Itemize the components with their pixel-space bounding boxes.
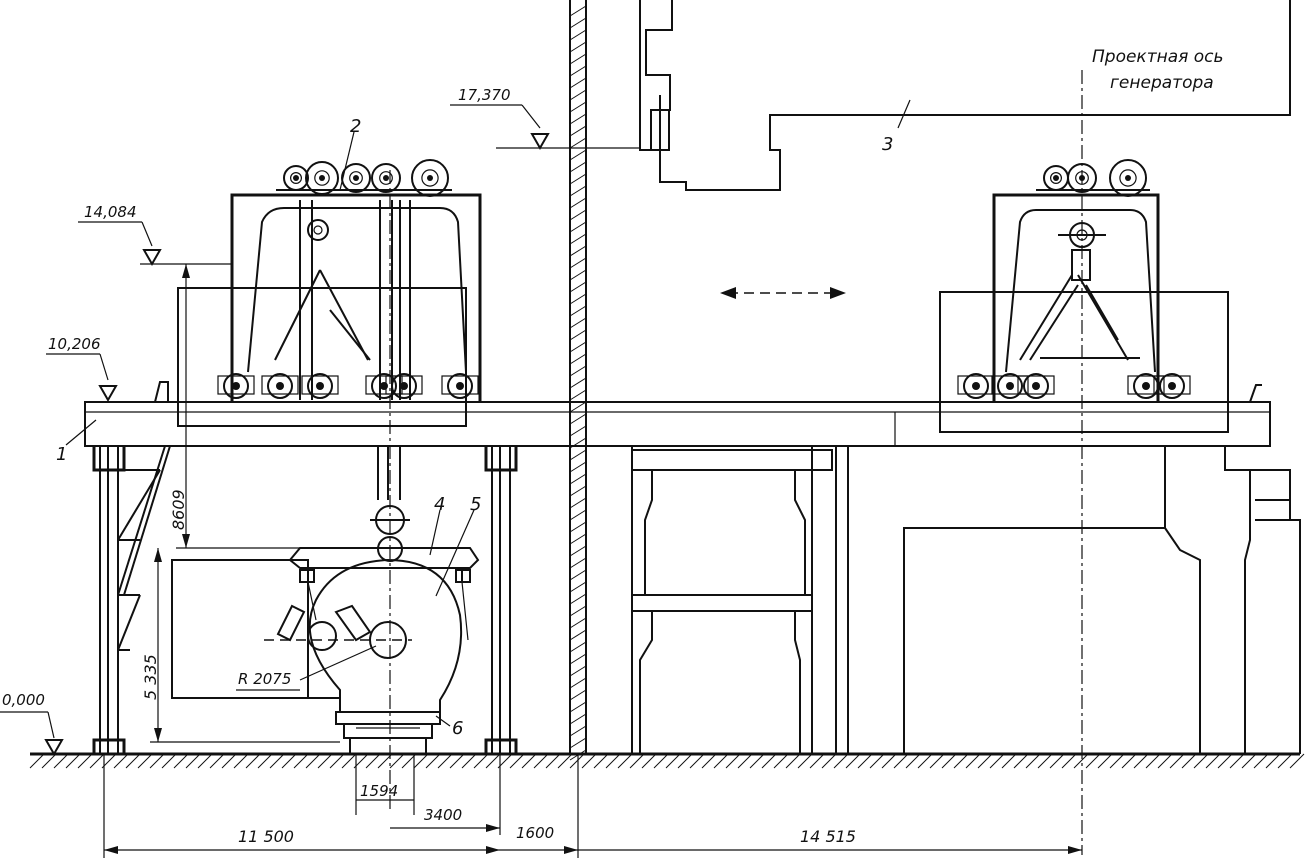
floor-line [29, 752, 1305, 769]
dimension-5335-label: 5 335 [141, 654, 160, 700]
support-column-left [92, 445, 171, 754]
generator-pit [631, 446, 1301, 754]
dimension-11500-label: 11 500 [238, 827, 294, 846]
crane-right [939, 159, 1229, 433]
rotor-outline-ghost [171, 559, 340, 699]
dimension-1594-label: 1594 [360, 782, 398, 800]
generator-structure [639, 0, 1291, 191]
support-column-right [484, 446, 518, 754]
dimension-3400: 3400 [390, 754, 501, 835]
callouts: 1 2 3 4 5 6 [56, 99, 911, 739]
floor-hatching [29, 753, 1305, 769]
callout-4: 4 [434, 494, 445, 515]
dimension-1600-label: 1600 [516, 824, 554, 842]
generator-axis-note: Проектная ось генератора [1092, 47, 1224, 93]
elevation-0000-label: 0,000 [2, 691, 45, 709]
callout-3: 3 [882, 134, 893, 155]
dimension-chain-bottom: 11 500 1600 14 515 [103, 754, 1082, 858]
elevation-10206-label: 10,206 [48, 335, 101, 353]
crane-left [177, 159, 482, 427]
callout-1: 1 [56, 444, 67, 465]
axis-note-line1: Проектная ось [1092, 47, 1224, 67]
dimension-3400-label: 3400 [424, 806, 462, 824]
elevation-17370: 17,370 [450, 86, 640, 151]
elevation-14084: 14,084 [78, 203, 232, 267]
elevation-17370-label: 17,370 [458, 86, 511, 104]
axis-note-line2: генератора [1110, 73, 1214, 93]
dimension-1594: 1594 [355, 754, 415, 815]
radius-callout: R 2075 [236, 670, 300, 691]
rotor [264, 558, 463, 755]
elevation-14084-label: 14,084 [84, 203, 137, 221]
elevation-0000: 0,000 [0, 691, 64, 757]
radius-label: R 2075 [238, 670, 291, 688]
elevation-10206: 10,206 [46, 335, 118, 403]
dimension-8609: 8609 [169, 264, 300, 549]
dimension-5335: 5 335 [141, 548, 340, 743]
dimension-14515-label: 14 515 [800, 827, 856, 846]
runway-beam [84, 381, 1271, 447]
callout-6: 6 [452, 718, 463, 739]
lifting-traverse [288, 547, 480, 641]
callout-5: 5 [470, 494, 481, 515]
dimension-8609-label: 8609 [169, 489, 188, 530]
travel-direction-arrow [720, 287, 846, 299]
building-wall [569, 0, 587, 761]
callout-2: 2 [350, 116, 361, 137]
